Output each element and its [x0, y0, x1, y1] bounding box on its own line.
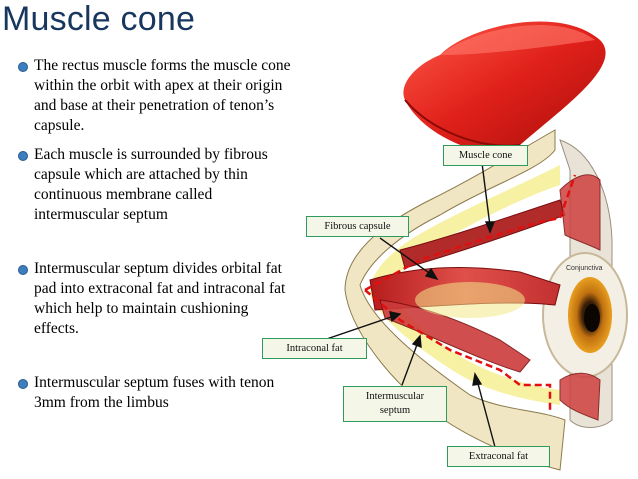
label-extraconal-fat: Extraconal fat — [447, 446, 550, 467]
traffic-cone-icon — [403, 21, 605, 150]
label-intermuscular-septum: Intermuscular septum — [343, 386, 447, 422]
label-intraconal-fat: Intraconal fat — [262, 338, 367, 359]
conjunctiva-label: Conjunctiva — [566, 265, 603, 272]
intraconal-fat — [415, 282, 525, 318]
label-muscle-cone: Muscle cone — [443, 145, 528, 166]
label-fibrous-capsule: Fibrous capsule — [306, 216, 409, 237]
